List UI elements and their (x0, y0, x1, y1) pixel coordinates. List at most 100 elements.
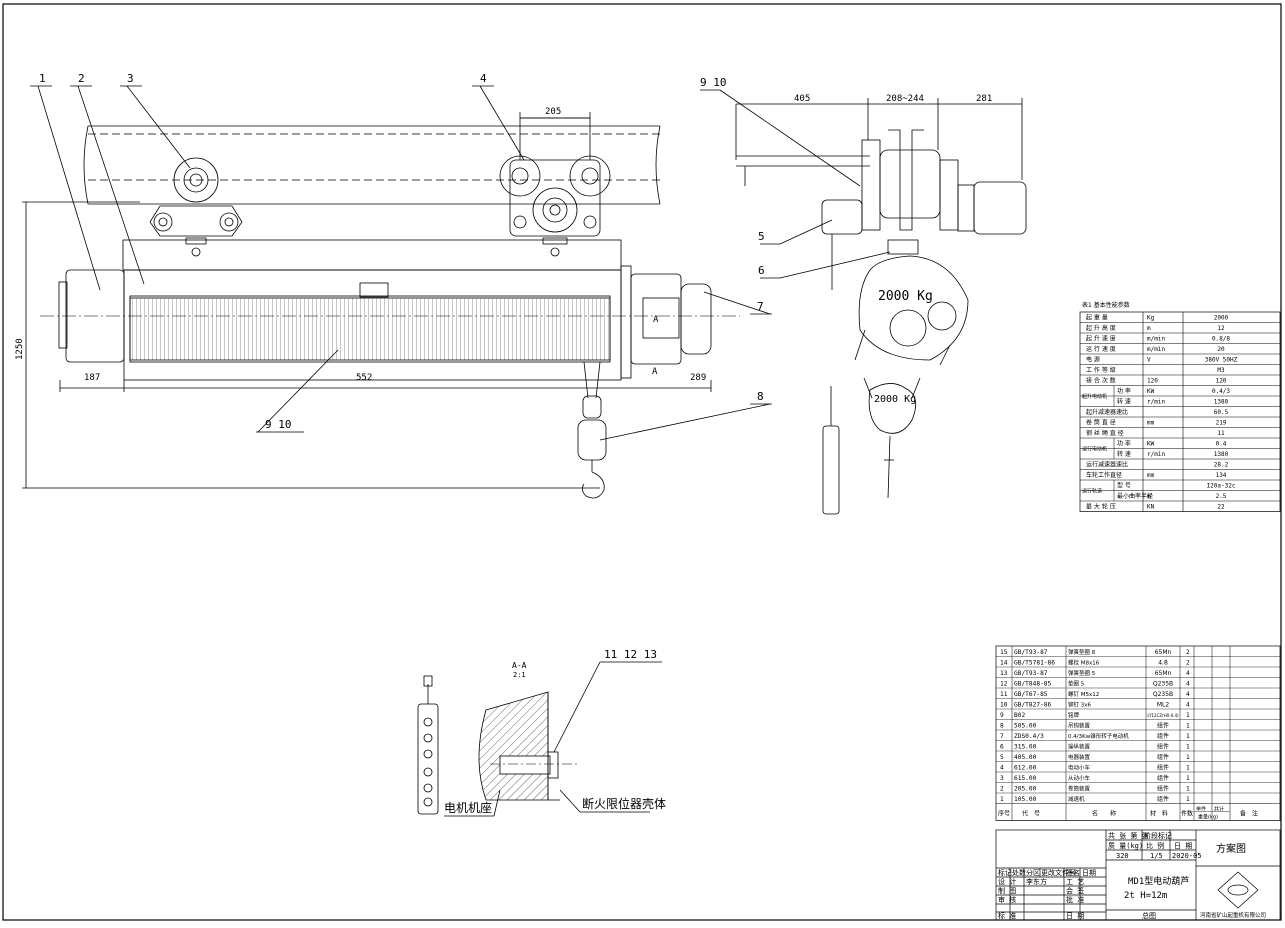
bom-no: 2 (1000, 786, 1004, 793)
bom-no: 4 (1000, 765, 1004, 772)
title-block (995, 829, 1281, 921)
rev-header-4: 签名 (1066, 868, 1080, 877)
balloon-7: 7 (757, 300, 764, 313)
weight-value: 320 (1116, 852, 1129, 860)
section-title: A-A (512, 661, 527, 670)
bom-qty: 4 (1186, 681, 1190, 688)
section-scale: 2:1 (513, 671, 526, 679)
spec-row-value: M3 (1217, 367, 1225, 374)
spec-row-value: 22 (1217, 504, 1225, 511)
bom-header-remark: 备 注 (1240, 810, 1258, 818)
detail-labels: A-A 2:1 11 12 13 电机机座 断火限位器壳体 (444, 648, 666, 815)
sheets-label: 共 张 第 张 (1108, 831, 1149, 840)
balloon-9-10: 9 10 (265, 418, 292, 431)
bom-qty: 1 (1186, 723, 1190, 730)
spec-row-name: 转 速 (1117, 398, 1131, 406)
spec-row-value: 0.8/8 (1212, 336, 1230, 343)
spec-row-unit: Kg (1147, 315, 1155, 322)
rev-header-0: 标记 (998, 868, 1012, 877)
spec-row-unit: KN (1147, 504, 1155, 511)
spec-row-value: 28.2 (1214, 462, 1229, 469)
bom-qty: 4 (1186, 691, 1190, 698)
dim-1250: 1250 (15, 338, 25, 360)
bom-code: B02 (1014, 712, 1025, 719)
bom-material: ML2 (1157, 702, 1170, 709)
sheet-border (2, 3, 1282, 921)
bom-qty: 1 (1186, 775, 1190, 782)
bom-code: GB/T827-86 (1014, 702, 1052, 709)
spec-row-unit: m/min (1147, 336, 1165, 343)
product-spec: 2t H=12m (1124, 891, 1167, 901)
bom-qty: 1 (1186, 744, 1190, 751)
front-view-labels: 1 2 3 4 7 8 9 10 205 1250 187 552 289 A … (15, 72, 764, 431)
idle-trolley (149, 157, 243, 257)
role-3: 标 准 (998, 911, 1016, 920)
bom-name: 卷筒装置 (1068, 785, 1091, 793)
bom-material: LY12CZ(H0-0.4) (1147, 713, 1179, 718)
spec-row-name: 最 大 轮 压 (1086, 503, 1116, 511)
role-2: 审 核 (998, 895, 1016, 904)
balloon-1: 1 (39, 72, 46, 85)
drawing-type: 方案图 (1216, 842, 1246, 855)
spec-row-unit: mm (1147, 420, 1155, 427)
spec-row-unit: KW (1147, 388, 1155, 395)
spec-row-name: 工 作 等 级 (1086, 366, 1116, 374)
bom-qty: 4 (1186, 670, 1190, 677)
bom-name: 操纵装置 (1068, 743, 1091, 751)
bom-no: 7 (1000, 733, 1004, 740)
rev-header-1: 处数 (1012, 868, 1026, 877)
spec-row-value: 134 (1216, 472, 1227, 479)
bom-code: 105.00 (1014, 796, 1037, 803)
rev-header-5: 日期 (1082, 869, 1096, 877)
stamp-sheet: 总图 (1142, 911, 1156, 920)
bom-header-code: 代 号 (1022, 810, 1040, 818)
spec-row-value: 120 (1216, 378, 1227, 385)
spec-row-name: 型 号 (1117, 482, 1131, 490)
spec-row-value: 1380 (1214, 451, 1229, 458)
role-right-0: 工 艺 (1066, 878, 1084, 886)
group-travel-motor: 运行电动机 (1082, 446, 1107, 453)
bom-name: 螺钉 M5x12 (1068, 690, 1099, 698)
bom-code: GB/T93-87 (1014, 649, 1048, 656)
bom-name: 铆钉 3x6 (1068, 701, 1092, 709)
bom-qty: 1 (1186, 712, 1190, 719)
dim-187: 187 (84, 373, 100, 383)
spec-row-value: 1380 (1214, 399, 1229, 406)
balloon-3: 3 (127, 72, 134, 85)
bom-code: GB/T5781-86 (1014, 660, 1055, 667)
rev-header-3: 更改文件号 (1041, 868, 1076, 877)
bom-material: 组件 (1157, 785, 1169, 793)
bom-name: 螺栓 M8x16 (1068, 659, 1100, 667)
group-track: 运行轨道 (1082, 488, 1102, 495)
bom-material: 组件 (1157, 722, 1169, 730)
spec-row-name: 起 重 量 (1086, 314, 1108, 322)
bom-no: 8 (1000, 723, 1004, 730)
side-view-labels: 9 10 5 6 405 208~244 281 2000 Kg 2000 Kg (700, 76, 992, 405)
bom-material: 4.8 (1158, 660, 1168, 667)
bom-no: 12 (1000, 681, 1008, 688)
spec-row-name: 功 率 (1117, 387, 1131, 395)
spec-row-value: 2.5 (1216, 493, 1227, 500)
bom-material: 65Mn (1155, 670, 1172, 677)
bom-material: 65Mn (1155, 649, 1172, 656)
balloon-2: 2 (78, 72, 85, 85)
dim-205: 205 (545, 107, 561, 117)
spec-row-name: 车轮工作直径 (1086, 471, 1122, 479)
bom-code: 315.00 (1014, 744, 1037, 751)
side-view (700, 89, 1027, 515)
capacity-label-lower: 2000 Kg (874, 394, 916, 405)
bom-no: 10 (1000, 702, 1008, 709)
spec-row-name: 接 合 次 数 (1086, 377, 1116, 385)
role-right-3: 日 期 (1066, 912, 1084, 920)
bom-material: 组件 (1157, 795, 1169, 803)
spec-row-name: 起 升 高 度 (1086, 324, 1116, 332)
bom-header-total-weight: 共计 (1214, 806, 1224, 813)
bom-header-name: 名 称 (1092, 810, 1116, 818)
scale-value: 1/5 (1150, 852, 1163, 860)
spec-row-unit: r/min (1147, 451, 1165, 458)
bom-material: Q235B (1153, 691, 1173, 698)
bom-no: 6 (1000, 744, 1004, 751)
